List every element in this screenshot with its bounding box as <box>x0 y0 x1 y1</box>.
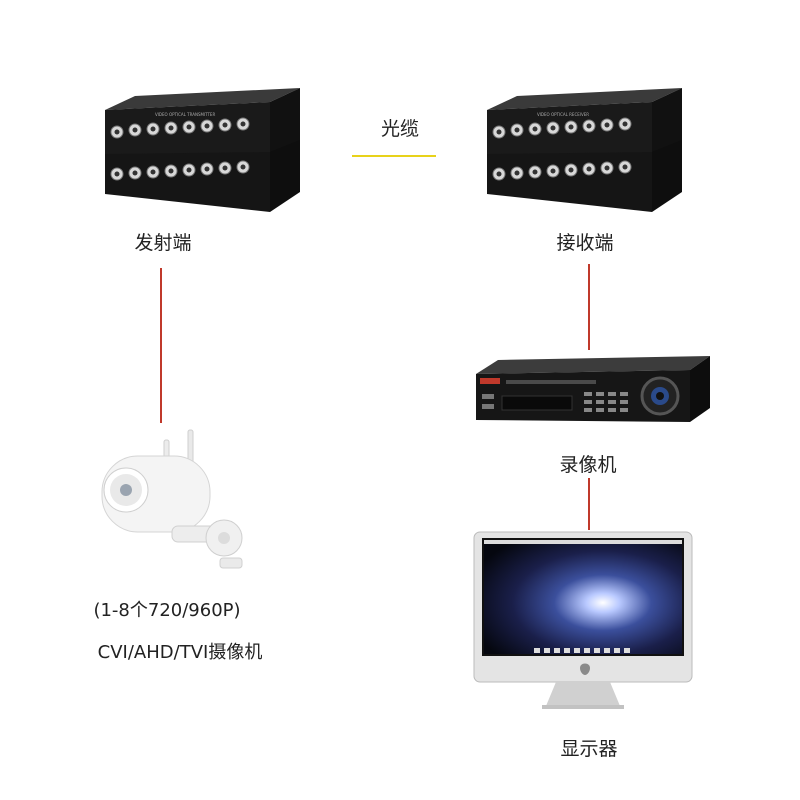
receiver-recorder-line <box>588 264 590 350</box>
transmitter-label: 发射端 <box>118 228 208 255</box>
camera-connector-line <box>160 268 162 423</box>
receiver-label: 接收端 <box>540 228 630 255</box>
fiber-cable-label: 光缆 <box>372 114 428 141</box>
dvr-recorder-icon <box>472 352 712 424</box>
optical-receiver-icon: VIDEO OPTICAL RECEIVER <box>477 82 687 222</box>
camera-count-label: (1-8个720/960P) <box>92 596 242 622</box>
recorder-monitor-line <box>588 478 590 530</box>
svg-text:VIDEO OPTICAL RECEIVER: VIDEO OPTICAL RECEIVER <box>537 112 589 117</box>
monitor-label: 显示器 <box>544 734 634 761</box>
optical-transmitter-icon: VIDEO OPTICAL TRANSMITTER <box>95 82 305 222</box>
camera-type-label: CVI/AHD/TVI摄像机 <box>80 638 280 664</box>
camera-icon <box>96 428 256 573</box>
monitor-icon <box>474 530 694 710</box>
fiber-cable-line <box>352 155 436 157</box>
recorder-label: 录像机 <box>543 450 633 477</box>
svg-text:VIDEO OPTICAL TRANSMITTER: VIDEO OPTICAL TRANSMITTER <box>155 112 215 117</box>
